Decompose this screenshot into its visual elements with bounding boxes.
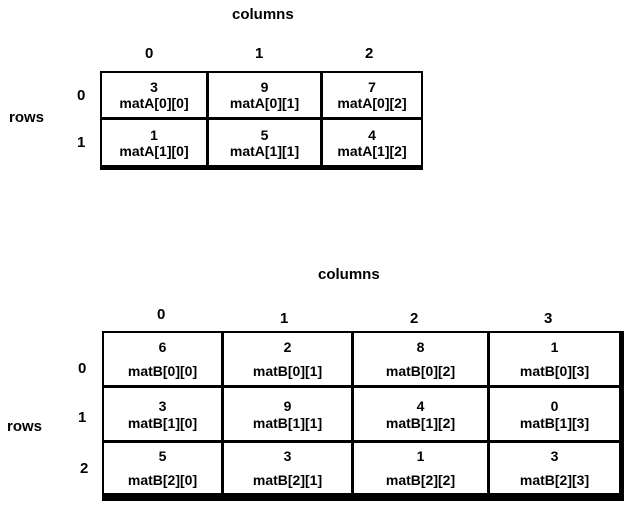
cell-ref: matB[1][3]	[519, 414, 590, 431]
matA-row-index-0: 0	[77, 87, 86, 104]
cell-value: 3	[150, 79, 158, 95]
cell-ref: matB[2][1]	[252, 472, 323, 488]
matB-cell: 8 matB[0][2]	[354, 333, 487, 385]
cell-ref: matB[0][1]	[252, 363, 323, 379]
cell-ref: matB[2][2]	[385, 472, 456, 488]
cell-value: 4	[416, 397, 425, 414]
cell-value: 3	[283, 448, 292, 464]
cell-ref: matB[0][2]	[385, 363, 456, 379]
cell-value: 3	[158, 397, 167, 414]
matA-rows-label: rows	[9, 109, 45, 126]
matB-cell: 3 matB[2][1]	[224, 443, 351, 493]
matB-cell: 1 matB[2][2]	[354, 443, 487, 493]
matB-cell: 3 matB[2][3]	[490, 443, 619, 493]
matB-col-index-1: 1	[280, 310, 289, 327]
matA-row-index-1: 1	[77, 134, 86, 151]
matB-cell: 1 matB[0][3]	[490, 333, 619, 385]
cell-ref: matB[0][3]	[519, 363, 590, 379]
cell-value: 0	[550, 397, 559, 414]
matB-col-index-2: 2	[410, 310, 419, 327]
cell-ref: matB[1][2]	[385, 414, 456, 431]
matB-cell: 5 matB[2][0]	[104, 443, 221, 493]
matA-col-index-2: 2	[365, 45, 374, 62]
cell-ref: matA[0][0]	[119, 95, 189, 111]
cell-value: 5	[158, 448, 167, 464]
matB-cell: 6 matB[0][0]	[104, 333, 221, 385]
cell-value: 5	[260, 126, 269, 143]
matB-row-index-2: 2	[80, 460, 89, 477]
matA-columns-label: columns	[232, 6, 294, 23]
cell-value: 9	[283, 397, 292, 414]
cell-ref: matB[2][3]	[519, 472, 590, 488]
matA-col-index-1: 1	[255, 45, 264, 62]
cell-value: 1	[150, 126, 158, 143]
cell-ref: matA[1][1]	[229, 142, 300, 159]
cell-value: 7	[368, 79, 376, 95]
cell-value: 1	[550, 339, 559, 355]
matB-row-index-0: 0	[78, 360, 87, 377]
cell-ref: matB[1][1]	[252, 414, 323, 431]
matB-cell: 2 matB[0][1]	[224, 333, 351, 385]
cell-ref: matA[0][1]	[229, 95, 300, 111]
cell-value: 3	[550, 448, 559, 464]
cell-value: 6	[158, 339, 167, 355]
cell-value: 8	[416, 339, 425, 355]
cell-value: 2	[283, 339, 292, 355]
cell-ref: matA[0][2]	[337, 95, 407, 111]
cell-value: 9	[260, 79, 269, 95]
cell-ref: matB[1][0]	[127, 414, 198, 431]
cell-ref: matB[0][0]	[127, 363, 198, 379]
matB-row-index-1: 1	[78, 409, 87, 426]
cell-ref: matA[1][2]	[337, 142, 407, 159]
cell-ref: matA[1][0]	[119, 142, 189, 159]
cell-value: 1	[416, 448, 425, 464]
matB-col-index-3: 3	[544, 310, 553, 327]
matB-col-index-0: 0	[157, 306, 166, 323]
cell-ref: matB[2][0]	[127, 472, 198, 488]
matrix-b-grid: 6 matB[0][0] 2 matB[0][1] 8 matB[0][2] 1 mat…	[102, 331, 624, 501]
cell-value: 4	[368, 126, 376, 143]
matA-col-index-0: 0	[145, 45, 154, 62]
matB-columns-label: columns	[318, 266, 380, 283]
matB-rows-label: rows	[7, 418, 43, 435]
